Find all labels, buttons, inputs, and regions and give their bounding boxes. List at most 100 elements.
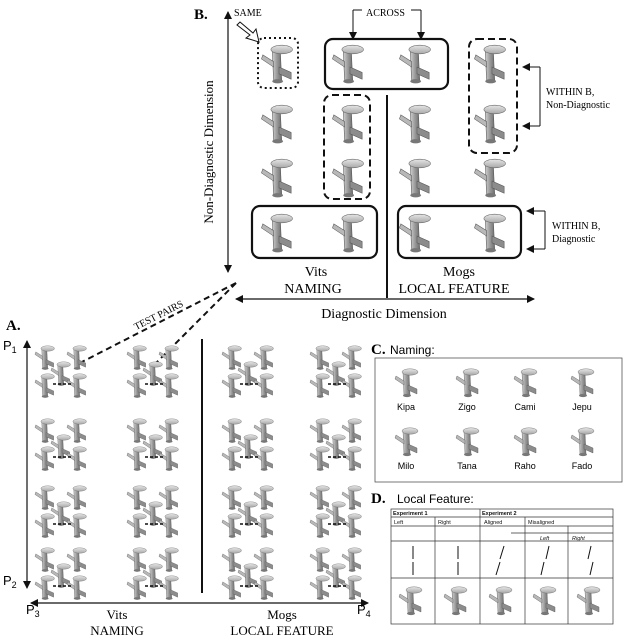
test-object (34, 345, 55, 371)
test-object (66, 575, 87, 601)
stimulus-object (260, 158, 294, 199)
test-object (309, 345, 330, 371)
exp1-header: Experiment 1 (393, 511, 428, 517)
within-diag-line2: Diagnostic (552, 234, 596, 245)
panel-c-title: Naming: (390, 343, 435, 357)
naming-object (394, 427, 419, 457)
within-nondiag-bracket (522, 63, 541, 130)
feature-strokes (412, 545, 594, 576)
stimulus-object (473, 213, 507, 254)
test-object (158, 547, 179, 573)
local-feature-object (443, 586, 468, 616)
test-pair (126, 418, 179, 472)
a-group-left-line1: Vits (107, 607, 128, 622)
test-object (66, 446, 87, 472)
test-object (309, 418, 330, 444)
within-diag-box-right (396, 204, 523, 260)
test-object (341, 547, 362, 573)
p1-label: P1 (3, 338, 17, 355)
mis-right-header: Right (572, 536, 585, 542)
test-object (221, 446, 242, 472)
panel-d-title: Local Feature: (397, 492, 474, 506)
stimulus-object (473, 158, 507, 199)
a-group-right-line2: LOCAL FEATURE (230, 623, 333, 638)
within-diag-box-left (250, 204, 379, 260)
test-pair (126, 547, 179, 601)
test-object (341, 373, 362, 399)
test-object (309, 575, 330, 601)
test-pair (34, 547, 87, 601)
test-object (221, 373, 242, 399)
naming-object (570, 427, 595, 457)
test-object (66, 373, 87, 399)
test-pairs-label: TEST PAIRS (132, 299, 185, 333)
test-pair (221, 345, 274, 399)
same-arrow (236, 21, 260, 43)
stimulus-object (331, 158, 365, 199)
local-feature-object (398, 586, 423, 616)
test-object (66, 485, 87, 511)
stimulus-object (331, 104, 365, 145)
same-box (257, 37, 299, 89)
test-object (309, 373, 330, 399)
naming-object (394, 368, 419, 398)
naming-label: Fado (572, 461, 593, 471)
exp2-header: Experiment 2 (482, 511, 517, 517)
within-diag-line1: WITHIN B, (552, 221, 600, 232)
test-object (221, 513, 242, 539)
test-object (34, 575, 55, 601)
b-group-right-line1: Mogs (443, 265, 475, 280)
test-object (34, 547, 55, 573)
stimulus-object (398, 104, 432, 145)
test-object (158, 446, 179, 472)
test-pair (309, 345, 362, 399)
naming-label: Milo (398, 461, 415, 471)
stimulus-object (331, 44, 365, 85)
test-object (341, 446, 362, 472)
local-feature-objects (398, 586, 601, 616)
stimulus-object (398, 44, 432, 85)
naming-object (570, 368, 595, 398)
a-group-right-line1: Mogs (267, 607, 297, 622)
test-object (253, 345, 274, 371)
test-object (253, 446, 274, 472)
test-object (158, 485, 179, 511)
test-object (309, 485, 330, 511)
same-label: SAME (234, 8, 262, 19)
local-feature-object (532, 586, 557, 616)
panel-d-label: D. (371, 491, 386, 507)
stimulus-object (398, 213, 432, 254)
misaligned-header: Misaligned (528, 520, 554, 526)
a-group-left-line2: NAMING (90, 623, 143, 638)
x-axis-label: Diagnostic Dimension (321, 307, 447, 322)
test-pair (126, 485, 179, 539)
within-nondiag-line2: Non-Diagnostic (546, 100, 610, 111)
test-object (221, 485, 242, 511)
test-pair (221, 547, 274, 601)
y-axis-label: Non-Diagnostic Dimension (201, 80, 216, 224)
mis-left-header: Left (540, 536, 550, 542)
test-object (66, 418, 87, 444)
test-pair (34, 418, 87, 472)
aligned-header: Aligned (484, 520, 502, 526)
test-object (126, 485, 147, 511)
test-object (66, 513, 87, 539)
p3-label: P3 (26, 602, 40, 619)
test-object (341, 345, 362, 371)
within-diag-bracket (526, 207, 546, 253)
test-object (309, 446, 330, 472)
test-object (34, 446, 55, 472)
naming-label: Zigo (458, 402, 476, 412)
test-object (253, 373, 274, 399)
stimulus-object (260, 44, 294, 85)
panel-a-label: A. (6, 318, 21, 334)
naming-object (455, 368, 480, 398)
test-object (34, 513, 55, 539)
test-object (126, 513, 147, 539)
test-object (309, 547, 330, 573)
b-group-left-line2: NAMING (284, 282, 342, 297)
test-pair (221, 418, 274, 472)
test-object (158, 373, 179, 399)
stimulus-object (473, 44, 507, 85)
panel-a-pairs (34, 345, 362, 601)
